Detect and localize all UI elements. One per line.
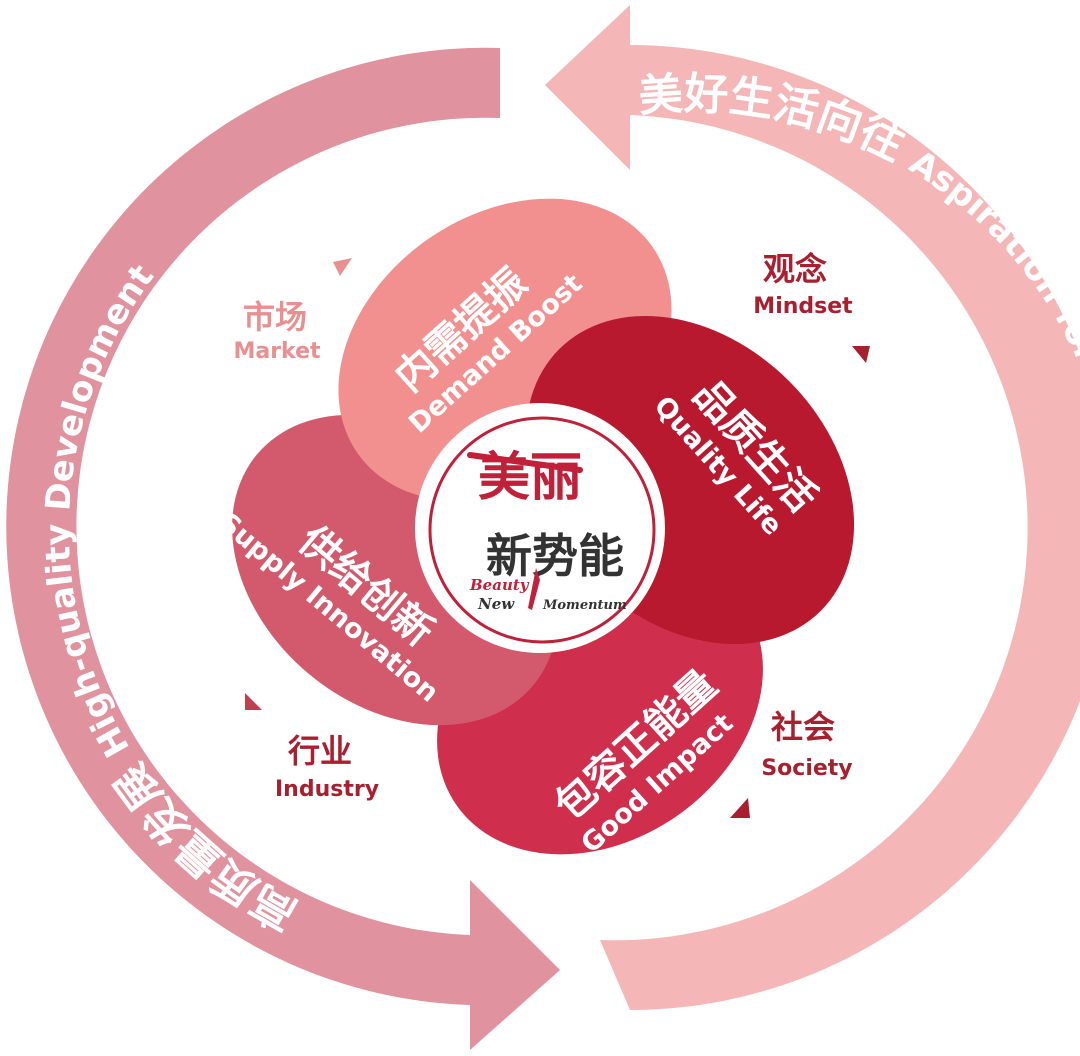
svg-text:Industry: Industry xyxy=(275,777,379,802)
label-society: 社会 Society xyxy=(730,708,853,818)
svg-text:Beauty: Beauty xyxy=(469,576,530,594)
label-market: 市场 Market xyxy=(233,258,352,364)
label-mindset: 观念 Mindset xyxy=(753,250,870,363)
right-ring-arrow xyxy=(545,5,1080,1010)
svg-text:社会: 社会 xyxy=(771,708,835,746)
svg-text:观念: 观念 xyxy=(763,250,827,288)
svg-text:New: New xyxy=(477,595,515,613)
center-logo: 美丽 新势能 Beauty New Momentum xyxy=(415,403,665,653)
triangle-marker xyxy=(852,346,870,363)
svg-text:Momentum: Momentum xyxy=(542,598,627,613)
lipstick-icon xyxy=(528,568,540,610)
triangle-marker xyxy=(730,798,750,818)
svg-text:新势能: 新势能 xyxy=(486,529,624,583)
svg-text:Market: Market xyxy=(233,339,321,364)
svg-text:Society: Society xyxy=(761,756,852,781)
left-ring-arrow xyxy=(6,47,560,1050)
triangle-marker xyxy=(245,693,262,710)
triangle-marker xyxy=(333,258,352,276)
svg-text:美丽: 美丽 xyxy=(478,447,582,508)
svg-text:市场: 市场 xyxy=(243,298,307,336)
label-industry: 行业 Industry xyxy=(245,693,379,802)
svg-text:行业: 行业 xyxy=(288,732,352,770)
svg-text:Mindset: Mindset xyxy=(753,294,853,319)
